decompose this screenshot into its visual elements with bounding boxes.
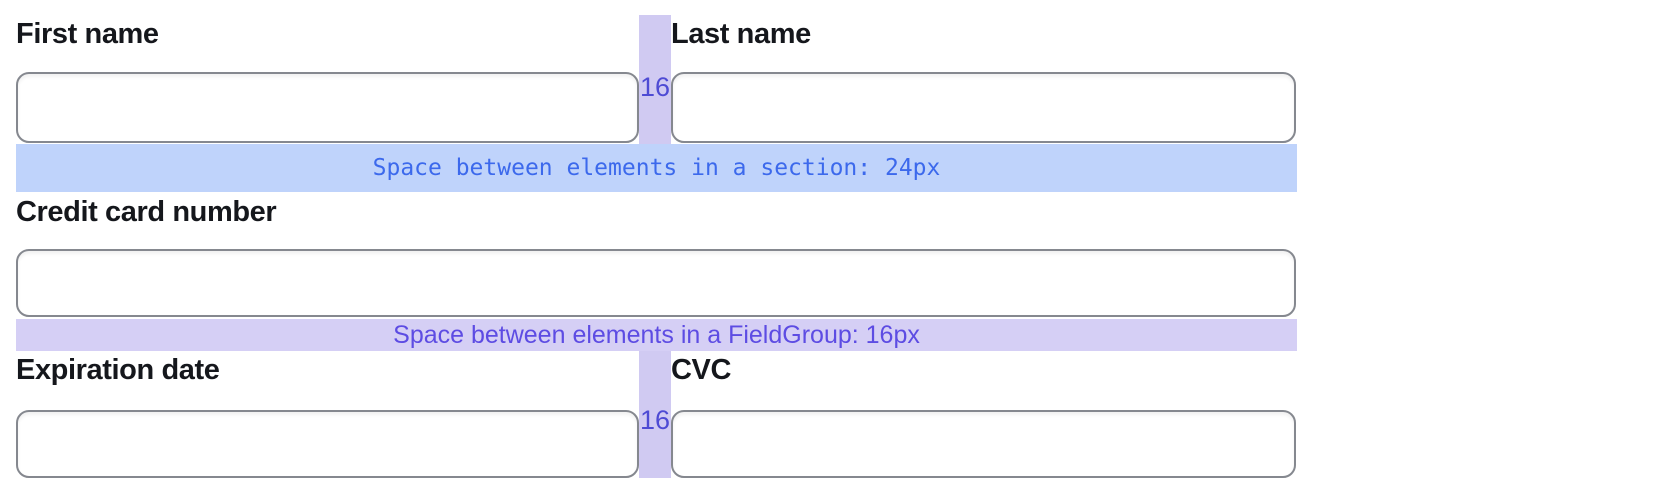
- last-name-label: Last name: [671, 18, 811, 50]
- cvc-input[interactable]: [671, 410, 1296, 478]
- cvc-label: CVC: [671, 354, 732, 386]
- first-name-label: First name: [16, 18, 159, 50]
- first-name-input[interactable]: [16, 72, 639, 143]
- credit-card-number-label: Credit card number: [16, 196, 277, 228]
- fieldgroup-gap-highlight-bottom: [639, 351, 671, 478]
- gap-size-label-bottom: 16: [639, 405, 671, 435]
- last-name-input[interactable]: [671, 72, 1296, 143]
- section-gap-band: Space between elements in a section: 24p…: [16, 144, 1297, 192]
- expiration-date-input[interactable]: [16, 410, 639, 478]
- gap-size-label-top: 16: [639, 72, 671, 102]
- fieldgroup-gap-highlight-top: [639, 15, 671, 144]
- expiration-date-label: Expiration date: [16, 354, 220, 386]
- fieldgroup-gap-band: Space between elements in a FieldGroup: …: [16, 319, 1297, 351]
- credit-card-number-input[interactable]: [16, 249, 1296, 317]
